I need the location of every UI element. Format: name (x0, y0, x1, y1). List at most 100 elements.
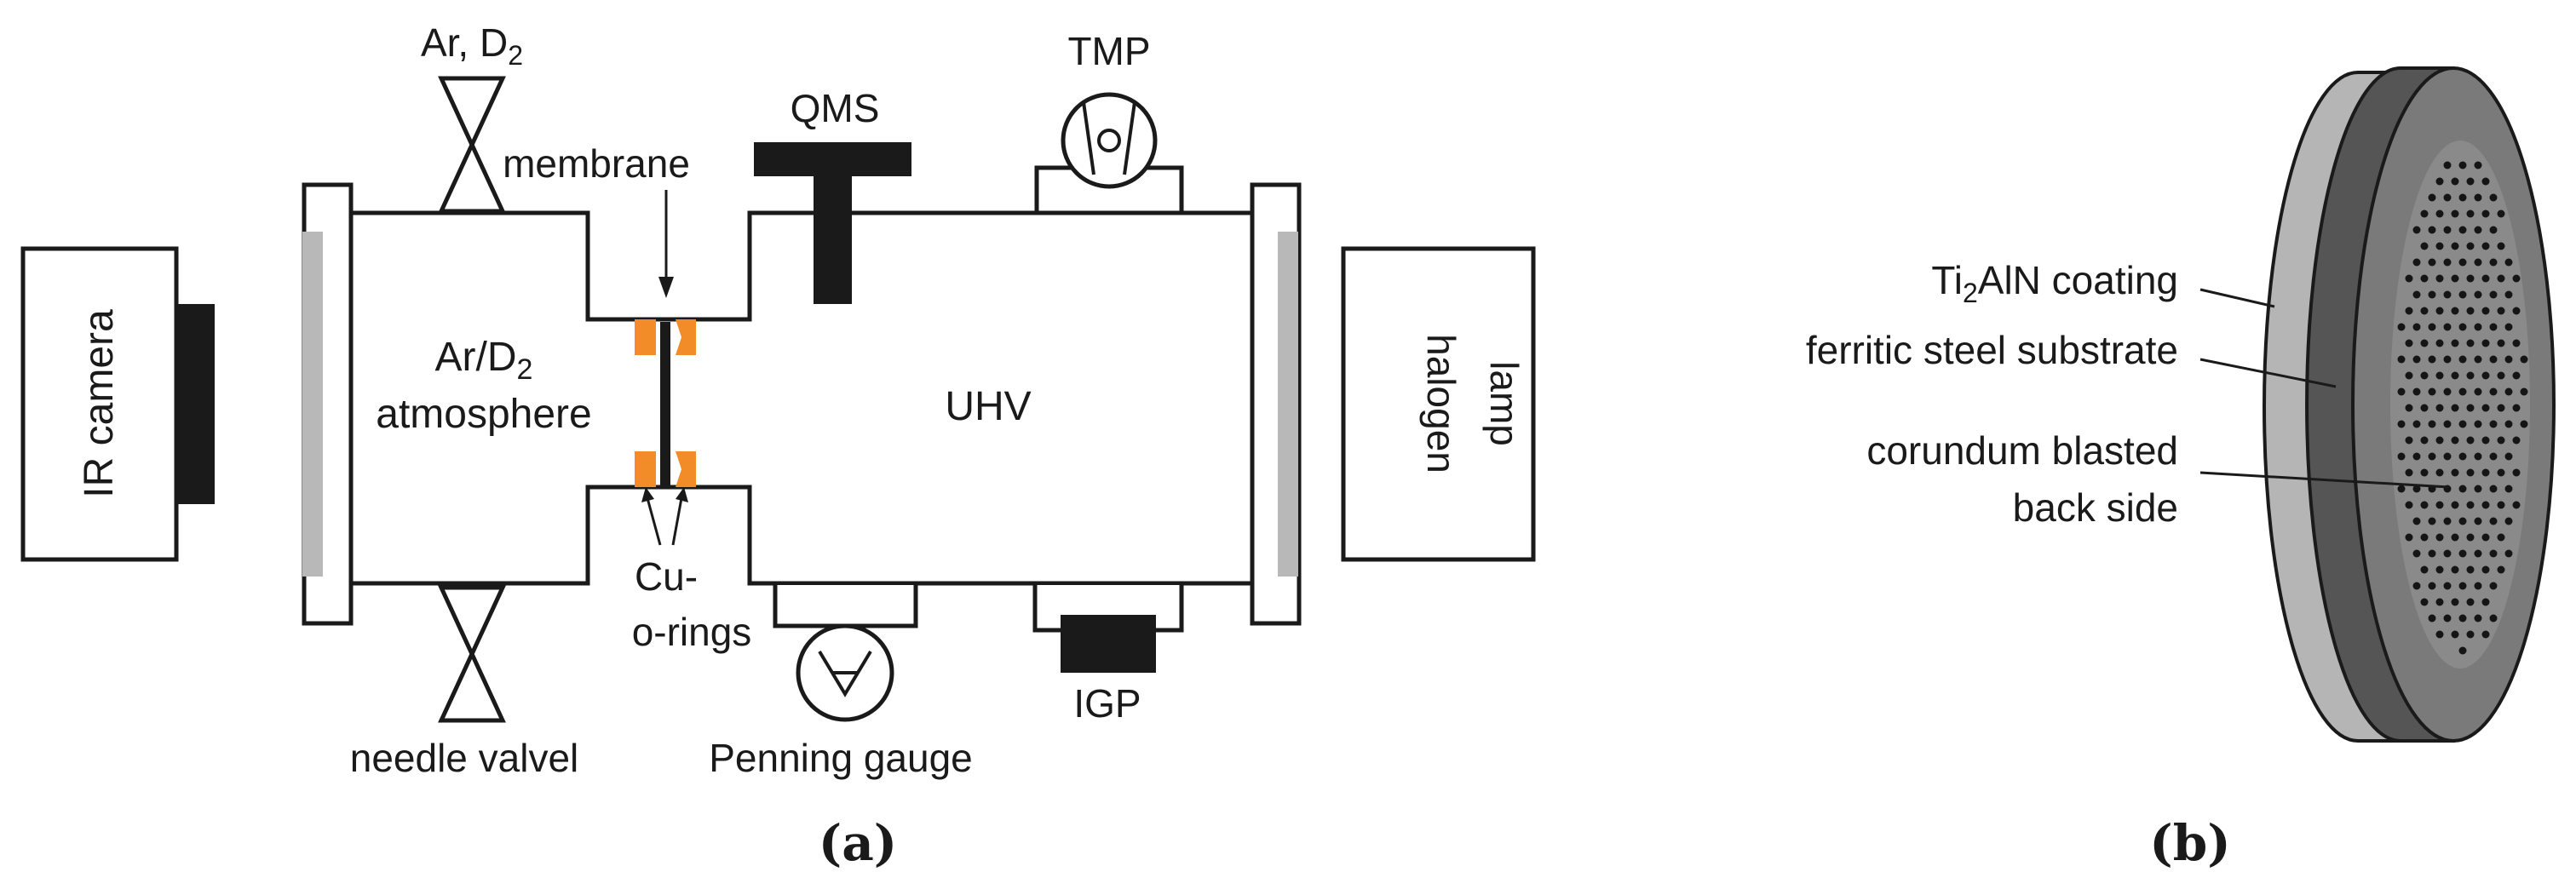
tmp-pump (1034, 92, 1184, 215)
pore-dot (2412, 355, 2421, 364)
pore-dot (2489, 549, 2498, 558)
pore-dot (2504, 452, 2513, 461)
substrate-label: ferritic steel substrate (1806, 328, 2178, 372)
pore-dot (2420, 371, 2429, 380)
penning-gauge (773, 585, 918, 722)
pore-dot (2489, 193, 2498, 202)
pore-dot (2443, 582, 2452, 590)
panel-b-leaders (2199, 288, 2450, 489)
pore-dot (2405, 436, 2413, 445)
pore-dot (2428, 290, 2436, 299)
pore-dot (2458, 646, 2467, 655)
pore-dot (2412, 323, 2421, 331)
pore-dot (2451, 468, 2459, 477)
pore-dot (2435, 209, 2444, 218)
cu-label-line2: o-rings (632, 610, 752, 654)
pore-dot (2474, 614, 2482, 622)
pore-dot (2405, 371, 2413, 380)
pore-dot (2466, 533, 2475, 542)
cu-o-ring-arrows (641, 487, 688, 546)
pore-dot (2474, 258, 2482, 267)
pore-dot (2466, 371, 2475, 380)
pore-dot (2412, 226, 2421, 234)
pore-dot (2466, 307, 2475, 315)
pore-dot (2466, 242, 2475, 250)
pore-dot (2481, 436, 2490, 445)
pore-dot (2489, 290, 2498, 299)
pore-dot (2451, 307, 2459, 315)
pore-dot (2397, 323, 2406, 331)
pore-dot (2435, 177, 2444, 186)
pore-dot (2428, 614, 2436, 622)
pore-dot (2420, 533, 2429, 542)
pore-dot (2443, 323, 2452, 331)
pore-dot (2412, 420, 2421, 428)
halogen-label-line1: halogen (1419, 334, 1463, 473)
pore-dot (2504, 290, 2513, 299)
pore-dot (2405, 274, 2413, 283)
igp-pump (1032, 585, 1184, 673)
pore-dot (2489, 452, 2498, 461)
pore-dot (2435, 630, 2444, 639)
pore-dot (2512, 436, 2521, 445)
pore-dot (2481, 630, 2490, 639)
pore-dot (2443, 549, 2452, 558)
cu-o-rings (635, 319, 696, 487)
pore-dot (2497, 209, 2505, 218)
pore-dot (2428, 323, 2436, 331)
pore-dot (2443, 420, 2452, 428)
pore-dot (2458, 290, 2467, 299)
pore-dot (2458, 420, 2467, 428)
pore-dot (2512, 307, 2521, 315)
gas-inlet-label: Ar, D2 (421, 20, 523, 71)
pore-dot (2512, 274, 2521, 283)
left-viewport-flange (302, 182, 354, 626)
pore-dot (2497, 501, 2505, 509)
pore-dot (2443, 193, 2452, 202)
pore-dot (2458, 614, 2467, 622)
pore-dot (2435, 565, 2444, 574)
pore-dot (2481, 242, 2490, 250)
pore-dot (2451, 242, 2459, 250)
pore-dot (2458, 452, 2467, 461)
pore-dot (2428, 452, 2436, 461)
pore-dot (2466, 630, 2475, 639)
back-side-label-line1: corundum blasted (1866, 428, 2178, 473)
pore-dot (2435, 468, 2444, 477)
pore-dot (2435, 307, 2444, 315)
pore-dot (2443, 614, 2452, 622)
panel-a-labels: Ar, D2 membrane QMS TMP IR camera Ar/D2 … (77, 20, 1527, 872)
pore-dot (2489, 517, 2498, 525)
pore-dot (2474, 452, 2482, 461)
pore-dot (2474, 517, 2482, 525)
pore-dot (2497, 436, 2505, 445)
membrane (660, 322, 670, 485)
pore-dot (2458, 226, 2467, 234)
pore-dot (2481, 371, 2490, 380)
pore-dot (2481, 339, 2490, 347)
pore-dot (2451, 404, 2459, 412)
ir-camera-label: IR camera (77, 309, 122, 498)
pore-dot (2451, 274, 2459, 283)
pore-dot (2435, 598, 2444, 606)
pore-dot (2489, 323, 2498, 331)
pore-dot (2474, 226, 2482, 234)
atmosphere-label-line2: atmosphere (376, 392, 591, 437)
pore-dot (2443, 355, 2452, 364)
pore-dot (2466, 209, 2475, 218)
atmosphere-label-line1: Ar/D2 (435, 335, 533, 386)
pore-dot (2497, 242, 2505, 250)
pore-dot (2420, 468, 2429, 477)
pore-dot (2512, 371, 2521, 380)
pore-dot (2497, 565, 2505, 574)
back-side-label-line2: back side (2013, 485, 2178, 530)
pore-dot (2466, 501, 2475, 509)
pore-dot (2435, 274, 2444, 283)
panel-b-caption: (b) (2149, 814, 2230, 872)
penning-gauge-label: Penning gauge (709, 736, 973, 780)
pore-dot (2451, 598, 2459, 606)
pore-dot (2451, 339, 2459, 347)
pore-dot (2428, 193, 2436, 202)
pore-dot (2420, 565, 2429, 574)
